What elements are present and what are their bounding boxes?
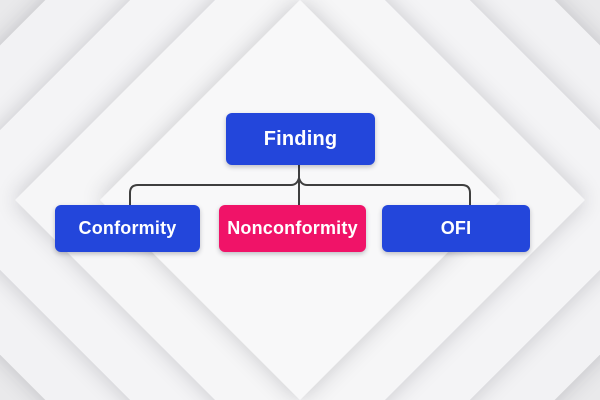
- node-ofi-label: OFI: [440, 218, 472, 238]
- node-finding: Finding: [226, 113, 375, 165]
- node-nonconformity: Nonconformity: [219, 205, 366, 252]
- node-finding-label: Finding: [263, 127, 338, 150]
- node-ofi: OFI: [382, 205, 530, 252]
- node-conformity-label: Conformity: [78, 218, 177, 238]
- node-conformity: Conformity: [55, 205, 200, 252]
- node-nonconformity-label: Nonconformity: [227, 218, 358, 238]
